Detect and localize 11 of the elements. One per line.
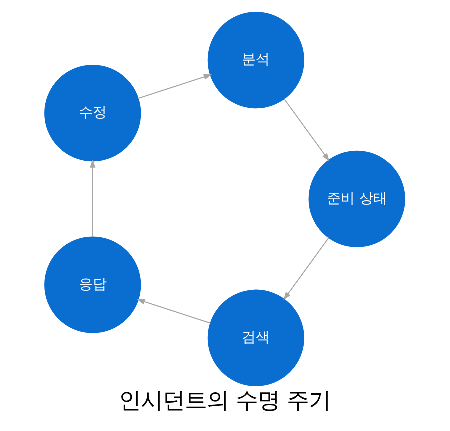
node-circle: 검색 (208, 290, 304, 386)
node-circle: 수정 (44, 65, 142, 162)
arrow (90, 160, 96, 238)
node-circle: 분석 (208, 12, 304, 109)
node-circle: 준비 상태 (308, 150, 406, 248)
arrow (284, 238, 330, 300)
arrow (138, 74, 212, 100)
arrow (136, 299, 211, 324)
arrow (284, 98, 330, 162)
node-circle: 응답 (44, 236, 142, 334)
diagram-title: 인시던트의 수명 주기 (118, 388, 332, 414)
